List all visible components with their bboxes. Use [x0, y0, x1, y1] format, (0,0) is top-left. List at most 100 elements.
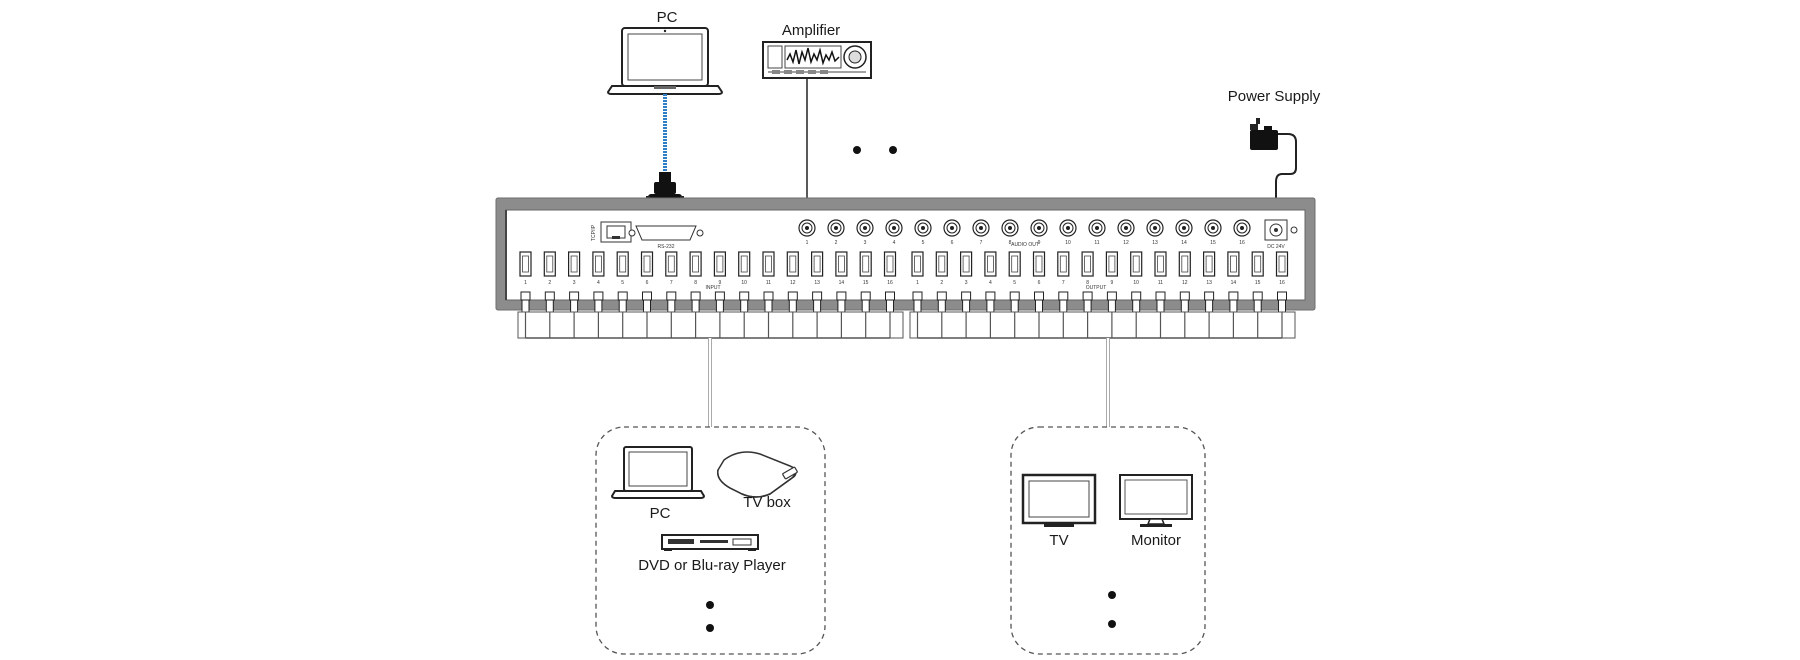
audio-out-jack — [827, 219, 845, 237]
hdmi-input-port — [786, 251, 799, 277]
hdmi-plug — [1058, 291, 1069, 338]
pc-laptop-icon — [606, 27, 724, 95]
audio-port-number: 1 — [806, 240, 809, 246]
audio-out-jack — [798, 219, 816, 237]
audio-port-number: 4 — [893, 240, 896, 246]
audio-port-number: 14 — [1181, 240, 1187, 246]
hdmi-plug — [642, 291, 652, 338]
hdmi-port-number: 3 — [573, 280, 576, 286]
hdmi-port-number: 8 — [694, 280, 697, 286]
hdmi-plug — [739, 291, 750, 338]
audio-out-jack — [1146, 219, 1164, 237]
dc-power-jack — [1264, 219, 1288, 241]
hdmi-plug — [860, 291, 871, 338]
hdmi-plug — [1131, 291, 1142, 338]
hdmi-input-port — [883, 251, 897, 277]
hdmi-plug — [1034, 291, 1044, 338]
hdmi-input-port — [567, 251, 581, 277]
tcp-ip-port — [600, 221, 632, 243]
hdmi-input-port — [713, 251, 727, 277]
hdmi-input-port — [543, 251, 556, 277]
hdmi-output-port — [1227, 251, 1240, 277]
tv-box-label: TV box — [743, 494, 791, 511]
hdmi-input-port — [859, 251, 872, 277]
audio-port-number: 8 — [1009, 240, 1012, 246]
hdmi-output-port — [1081, 251, 1094, 277]
audio-out-jack — [1117, 219, 1135, 237]
hdmi-plug — [520, 291, 531, 338]
dvd-label: DVD or Blu-ray Player — [638, 557, 786, 574]
audio-port-number: 5 — [922, 240, 925, 246]
hdmi-port-number: 11 — [766, 280, 771, 286]
hdmi-plug — [1277, 291, 1287, 338]
hdmi-plug — [1155, 291, 1166, 338]
hdmi-output-port — [1008, 251, 1021, 277]
tv-icon — [1021, 473, 1097, 527]
input-label: INPUT — [706, 285, 721, 291]
hdmi-plug — [836, 291, 847, 338]
hdmi-input-port — [835, 251, 848, 277]
power-supply-label: Power Supply — [1228, 88, 1321, 105]
hdmi-output-port — [959, 251, 973, 277]
hdmi-port-number: 1 — [916, 280, 919, 286]
hdmi-port-number: 8 — [1086, 280, 1089, 286]
audio-port-number: 16 — [1239, 240, 1245, 246]
hdmi-plug — [885, 291, 895, 338]
audio-out-jack — [1204, 219, 1222, 237]
audio-port-number: 3 — [864, 240, 867, 246]
audio-out-jack — [1088, 219, 1106, 237]
pc-source-label: PC — [650, 505, 671, 522]
audio-out-jack — [1175, 219, 1193, 237]
hdmi-plug — [690, 291, 701, 338]
hdmi-output-port — [1154, 251, 1167, 277]
hdmi-port-number: 15 — [863, 280, 869, 286]
audio-out-jack — [1030, 219, 1048, 237]
hdmi-output-port — [1057, 251, 1070, 277]
audio-out-jack — [1233, 219, 1251, 237]
ellipsis-dot — [706, 601, 714, 609]
hdmi-port-number: 6 — [1038, 280, 1041, 286]
hdmi-port-number: 4 — [597, 280, 600, 286]
hdmi-output-port — [1130, 251, 1143, 277]
hdmi-port-number: 2 — [548, 280, 551, 286]
rs232-label: RS-232 — [658, 244, 675, 250]
hdmi-plug — [1228, 291, 1239, 338]
audio-out-jack — [972, 219, 990, 237]
audio-port-number: 6 — [951, 240, 954, 246]
hdmi-plug — [569, 291, 580, 338]
hdmi-input-port — [592, 251, 605, 277]
ellipsis-dot — [853, 146, 861, 154]
hdmi-port-number: 16 — [1279, 280, 1285, 286]
hdmi-plug — [787, 291, 798, 338]
hdmi-port-number: 7 — [1062, 280, 1065, 286]
hdmi-plug — [544, 291, 555, 338]
hdmi-plug — [593, 291, 604, 338]
hdmi-port-number: 2 — [940, 280, 943, 286]
hdmi-plug — [1179, 291, 1190, 338]
hdmi-port-number: 14 — [1231, 280, 1237, 286]
amplifier-icon — [762, 41, 872, 79]
hdmi-port-number: 11 — [1158, 280, 1163, 286]
hdmi-plug — [1252, 291, 1263, 338]
hdmi-plug — [1204, 291, 1215, 338]
hdmi-plug — [985, 291, 996, 338]
power-adapter-icon — [1250, 118, 1278, 150]
hdmi-port-number: 9 — [719, 280, 722, 286]
hdmi-output-port — [1202, 251, 1216, 277]
hdmi-plug — [812, 291, 823, 338]
hdmi-input-port — [640, 251, 654, 277]
hdmi-port-number: 10 — [1133, 280, 1139, 286]
hdmi-output-port — [935, 251, 948, 277]
hdmi-cable-group-outline — [517, 311, 904, 339]
audio-port-number: 13 — [1152, 240, 1158, 246]
hdmi-input-port — [519, 251, 532, 277]
hdmi-port-number: 5 — [621, 280, 624, 286]
hdmi-input-port — [738, 251, 751, 277]
hdmi-port-number: 1 — [524, 280, 527, 286]
tv-label: TV — [1049, 532, 1068, 549]
ground-screw-icon — [1290, 226, 1298, 234]
hdmi-port-number: 15 — [1255, 280, 1261, 286]
audio-port-number: 11 — [1094, 240, 1099, 246]
